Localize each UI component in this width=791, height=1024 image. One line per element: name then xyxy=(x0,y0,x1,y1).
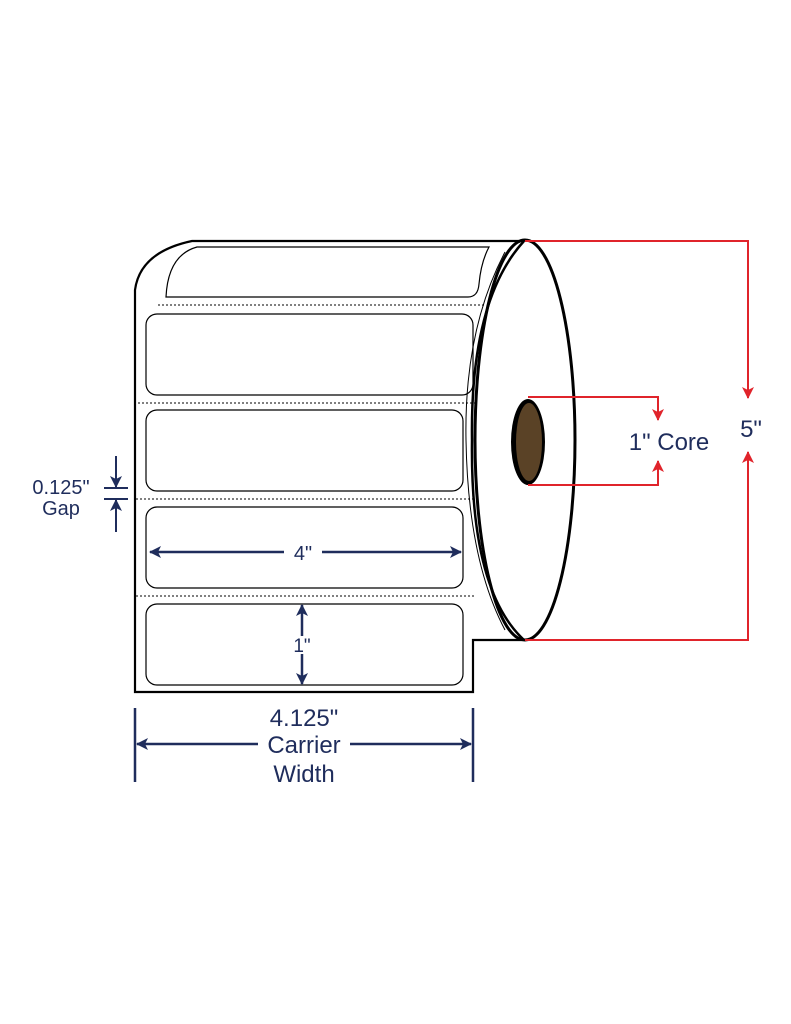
core-dimension xyxy=(528,396,664,486)
label-top-partial xyxy=(165,246,490,298)
gap-dimension xyxy=(104,456,128,532)
carrier-strip xyxy=(133,239,526,694)
carrier-word2-text: Width xyxy=(273,761,334,788)
label-3 xyxy=(145,506,464,589)
roll-diameter-text: 5" xyxy=(740,416,762,443)
label-width-text: 4" xyxy=(294,543,312,565)
carrier-value-text: 4.125" xyxy=(270,705,339,732)
carrier-width-dimension xyxy=(133,708,475,782)
label-height-text: 1" xyxy=(293,636,310,657)
perforation-lines xyxy=(136,304,484,597)
gap-value-text: 0.125" xyxy=(32,477,89,499)
core-text: 1" Core xyxy=(629,429,710,456)
carrier-word1-text: Carrier xyxy=(267,732,340,759)
gap-word-text: Gap xyxy=(42,498,80,520)
roll-core xyxy=(511,399,545,485)
label-1 xyxy=(145,313,474,396)
roll-diameter-dimension xyxy=(525,240,754,641)
label-2 xyxy=(145,409,464,492)
